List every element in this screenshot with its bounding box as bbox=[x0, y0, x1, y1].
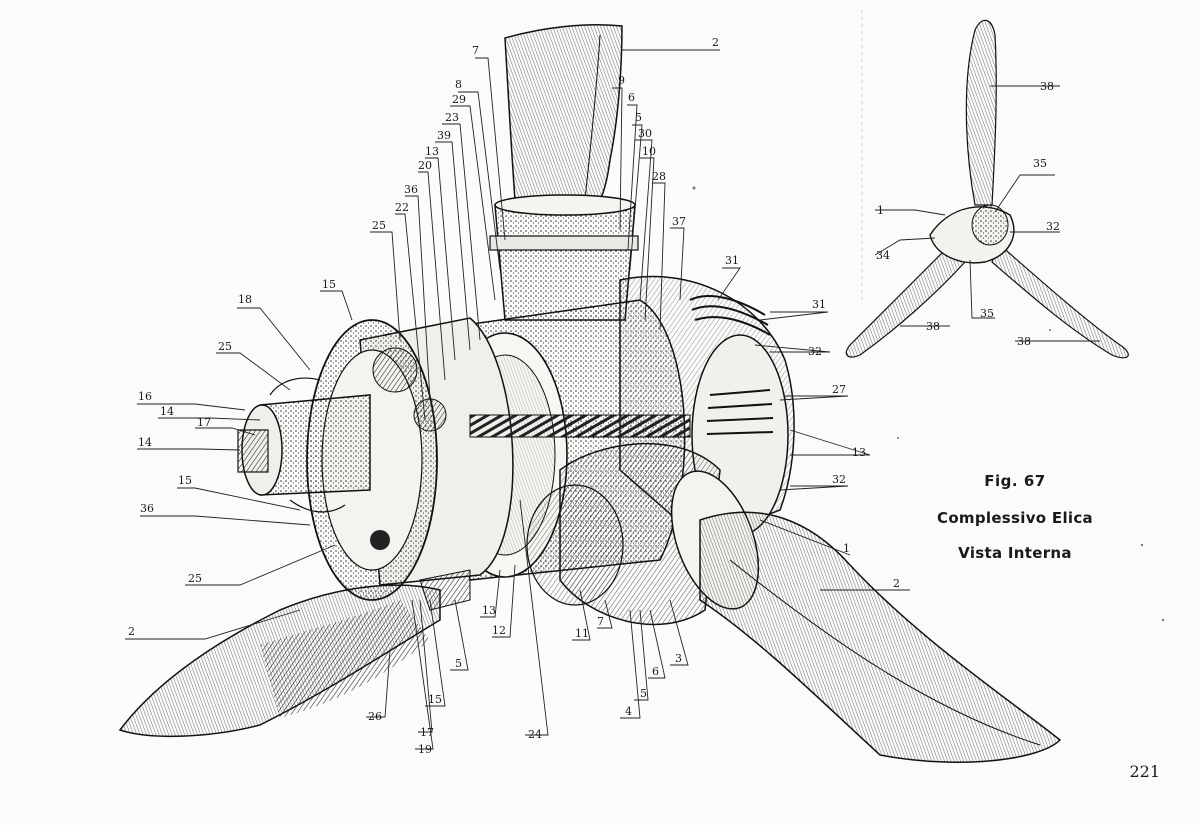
callout-label: 27 bbox=[832, 383, 846, 396]
callout-label: 24 bbox=[528, 728, 542, 741]
callout-label: 25 bbox=[188, 572, 202, 585]
callout-label: 29 bbox=[452, 93, 466, 106]
callout-label: 19 bbox=[418, 743, 432, 756]
callout-label: 13 bbox=[425, 145, 439, 158]
callout-label: 31 bbox=[812, 298, 826, 311]
callout-label: 38 bbox=[1040, 80, 1054, 93]
callout-label: 12 bbox=[492, 624, 506, 637]
lower-right-blade bbox=[699, 511, 1062, 763]
upper-blade bbox=[504, 24, 623, 201]
callout-label: 23 bbox=[445, 111, 459, 124]
callout-label: 6 bbox=[652, 665, 659, 678]
callout-label: 34 bbox=[876, 249, 890, 262]
callout-label: 7 bbox=[597, 615, 604, 628]
callout-label: 9 bbox=[618, 74, 625, 87]
figure-subtitle: Vista Interna bbox=[958, 544, 1072, 562]
callout-label: 32 bbox=[808, 345, 822, 358]
callout-label: 26 bbox=[368, 710, 382, 723]
callout-label: 8 bbox=[455, 78, 462, 91]
callout-label: 30 bbox=[638, 127, 652, 140]
inset-blade-right bbox=[991, 244, 1129, 359]
callout-label: 15 bbox=[428, 693, 442, 706]
figure-title: Complessivo Elica bbox=[937, 509, 1093, 527]
callout-label: 14 bbox=[138, 436, 152, 449]
callout-label: 11 bbox=[575, 627, 589, 640]
callout-label: 13 bbox=[482, 604, 496, 617]
callout-label: 10 bbox=[642, 145, 656, 158]
callout-label: 22 bbox=[395, 201, 409, 214]
callout-label: 32 bbox=[1046, 220, 1060, 233]
main-leader-lines bbox=[125, 49, 910, 750]
callout-label: 2 bbox=[128, 625, 135, 638]
callout-label: 4 bbox=[625, 705, 632, 718]
callout-label: 7 bbox=[472, 44, 479, 57]
callout-label: 17 bbox=[197, 416, 211, 429]
inset-blade-left bbox=[845, 249, 966, 358]
callout-label: 16 bbox=[138, 390, 152, 403]
callout-label: 37 bbox=[672, 215, 686, 228]
callout-label: 5 bbox=[455, 657, 462, 670]
callout-label: 13 bbox=[852, 446, 866, 459]
main-callouts: 2 7 8 29 23 39 13 20 36 22 25 15 18 25 1… bbox=[128, 36, 900, 756]
callout-label: 5 bbox=[635, 111, 642, 124]
callout-label: 14 bbox=[160, 405, 174, 418]
main-propeller bbox=[118, 24, 1062, 763]
callout-label: 35 bbox=[1033, 157, 1047, 170]
callout-label: 5 bbox=[640, 687, 647, 700]
callout-label: 1 bbox=[843, 542, 850, 555]
callout-label: 2 bbox=[712, 36, 719, 49]
callout-label: 3 bbox=[675, 652, 682, 665]
callout-label: 25 bbox=[372, 219, 386, 232]
callout-label: 15 bbox=[178, 474, 192, 487]
upper-blade-root bbox=[494, 204, 636, 321]
callout-label: 15 bbox=[322, 278, 336, 291]
callout-label: 32 bbox=[832, 473, 846, 486]
callout-label: 31 bbox=[725, 254, 739, 267]
callout-label: 36 bbox=[404, 183, 418, 196]
callout-label: 38 bbox=[1017, 335, 1031, 348]
inset-propeller bbox=[845, 19, 1129, 359]
inset-blade-up bbox=[965, 19, 997, 206]
scan-specks bbox=[692, 186, 1165, 622]
callout-label: 39 bbox=[437, 129, 451, 142]
callout-label: 2 bbox=[893, 577, 900, 590]
callout-label: 1 bbox=[877, 204, 884, 217]
callout-label: 38 bbox=[926, 320, 940, 333]
callout-label: 25 bbox=[218, 340, 232, 353]
callout-label: 20 bbox=[418, 159, 432, 172]
figure-label: Fig. 67 bbox=[984, 472, 1046, 490]
callout-label: 6 bbox=[628, 91, 635, 104]
callout-label: 28 bbox=[652, 170, 666, 183]
callout-label: 18 bbox=[238, 293, 252, 306]
callout-label: 35 bbox=[980, 307, 994, 320]
inset-leader-lines bbox=[874, 85, 1100, 342]
callout-label: 36 bbox=[140, 502, 154, 515]
page-number: 221 bbox=[1129, 762, 1160, 781]
callout-label: 17 bbox=[420, 726, 434, 739]
inset-callouts: 38 35 1 32 34 35 38 38 bbox=[876, 80, 1060, 348]
